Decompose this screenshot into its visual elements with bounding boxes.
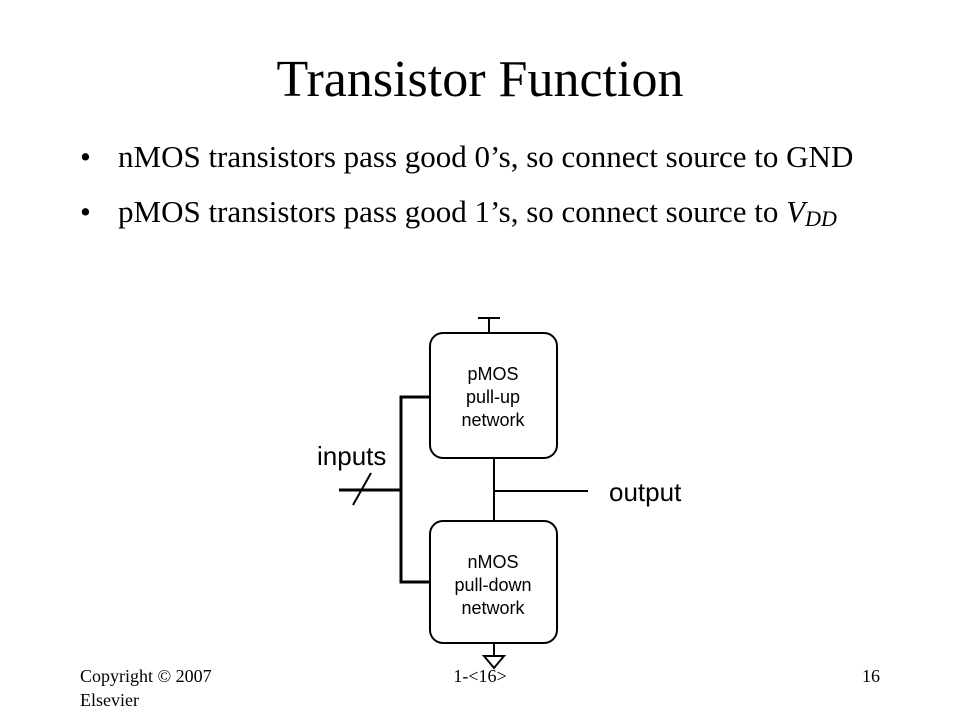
vdd-symbol: V [786, 194, 806, 229]
slide-title: Transistor Function [276, 51, 684, 108]
footer-page-number: 16 [862, 666, 880, 686]
copyright-line2: Elsevier [80, 690, 139, 710]
pullup-label-line1: pMOS [467, 364, 518, 384]
pulldown-label-line3: network [461, 598, 525, 618]
bullet-mark: • [80, 194, 91, 229]
pullup-label-line2: pull-up [466, 387, 520, 407]
footer-chapter: 1-<16> [453, 666, 507, 686]
footer-copyright: Copyright © 2007 Elsevier [80, 664, 280, 712]
bullet-text-pmos: pMOS transistors pass good 1’s, so conne… [118, 194, 787, 229]
bullet-list: • nMOS transistors pass good 0’s, so con… [80, 138, 880, 255]
copyright-line1: Copyright © 2007 [80, 666, 212, 686]
bullet-item-pmos: • pMOS transistors pass good 1’s, so con… [80, 193, 880, 237]
pulldown-label-line2: pull-down [454, 575, 531, 595]
bus-slash [352, 472, 372, 506]
gnd-symbol [481, 655, 507, 670]
bullet-text-nmos: nMOS transistors pass good 0’s, so conne… [118, 139, 854, 174]
vdd-subscript: DD [805, 206, 837, 231]
output-label: output [609, 477, 682, 507]
pulldown-label-line1: nMOS [467, 552, 518, 572]
bullet-item-nmos: • nMOS transistors pass good 0’s, so con… [80, 138, 880, 175]
inputs-label: inputs [317, 441, 386, 471]
bullet-mark: • [80, 139, 91, 174]
pullup-label-line3: network [461, 410, 525, 430]
inputs-bus-top [399, 395, 430, 584]
